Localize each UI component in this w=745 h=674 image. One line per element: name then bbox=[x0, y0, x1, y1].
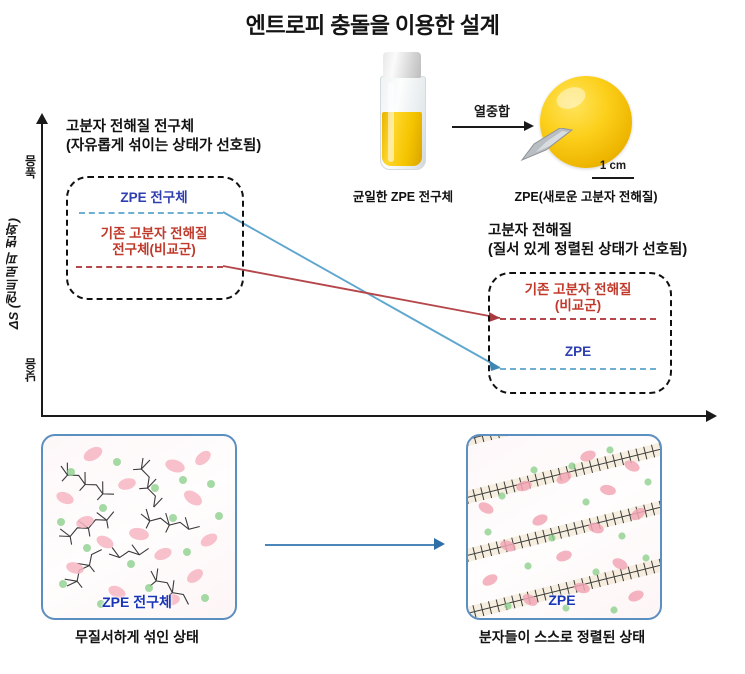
scale-bar-label: 1 cm bbox=[599, 160, 627, 172]
right-zpe-label: ZPE bbox=[564, 344, 592, 359]
left-zpe-level-line bbox=[79, 212, 223, 214]
zpe-disc-photo bbox=[540, 76, 632, 168]
x-axis-arrowhead bbox=[706, 410, 717, 422]
vial-cap bbox=[383, 52, 421, 78]
left-state-box bbox=[66, 176, 244, 300]
left-panel-tag: ZPE 전구체 bbox=[102, 594, 172, 610]
ordered-lamellae-svg bbox=[468, 436, 660, 618]
left-state-heading: 고분자 전해질 전구체 (자유롭게 섞이는 상태가 선호됨) bbox=[66, 118, 261, 155]
transition-arrow-head bbox=[434, 538, 445, 550]
right-state-heading-line1: 고분자 전해질 bbox=[488, 223, 573, 239]
disordered-state-illustration bbox=[41, 434, 237, 620]
left-state-heading-line1: 고분자 전해질 전구체 bbox=[66, 119, 195, 135]
precursor-photo-caption: 균일한 ZPE 전구체 bbox=[352, 190, 454, 204]
conventional-trend-arrowhead bbox=[489, 312, 500, 322]
left-state-heading-line2: (자유롭게 섞이는 상태가 선호됨) bbox=[66, 137, 262, 154]
right-conventional-level-line bbox=[500, 318, 656, 320]
y-axis-line bbox=[41, 122, 43, 417]
ordered-state-illustration bbox=[466, 434, 662, 620]
right-zpe-level-line bbox=[500, 368, 656, 370]
right-conventional-line2: (비교군) bbox=[554, 298, 602, 314]
transition-arrow-line bbox=[265, 544, 437, 546]
left-conventional-level-line bbox=[76, 266, 223, 268]
right-state-heading-line2: (질서 있게 정렬된 상태가 선호됨) bbox=[488, 241, 688, 258]
left-zpe-precursor-label: ZPE 전구체 bbox=[120, 190, 188, 205]
precursor-vial-photo bbox=[372, 52, 432, 170]
thermal-polymerization-label: 열중합 bbox=[474, 104, 510, 119]
right-state-heading: 고분자 전해질 (질서 있게 정렬된 상태가 선호됨) bbox=[488, 222, 687, 259]
zpe-trend-line bbox=[222, 211, 501, 369]
page-title: 엔트로피 충돌을 이용한 설계 bbox=[245, 13, 500, 38]
zpe-trend-arrowhead bbox=[489, 360, 500, 371]
thermal-polymerization-arrow-line bbox=[452, 126, 526, 128]
x-axis-line bbox=[41, 415, 709, 417]
left-conventional-precursor-label: 기존 고분자 전해질 전구체(비교군) bbox=[76, 226, 232, 258]
right-conventional-label: 기존 고분자 전해질 (비교군) bbox=[500, 282, 656, 314]
conventional-trend-line bbox=[222, 265, 501, 319]
left-panel-caption: 무질서하게 섞인 상태 bbox=[75, 629, 199, 645]
left-conventional-line1: 기존 고분자 전해질 bbox=[100, 226, 208, 241]
right-conventional-line1: 기존 고분자 전해질 bbox=[524, 282, 632, 297]
scale-bar-line bbox=[592, 177, 634, 179]
y-axis-arrowhead bbox=[36, 113, 48, 124]
product-photo-caption: ZPE(새로운 고분자 전해질) bbox=[514, 190, 658, 204]
right-panel-caption: 분자들이 스스로 정렬된 상태 bbox=[478, 629, 646, 645]
vial-highlight bbox=[388, 82, 394, 162]
left-conventional-line2: 전구체(비교군) bbox=[112, 242, 196, 258]
right-state-box bbox=[488, 272, 672, 394]
right-panel-tag: ZPE bbox=[548, 592, 576, 608]
thermal-polymerization-arrowhead bbox=[524, 121, 534, 131]
blade-icon bbox=[520, 128, 574, 162]
disordered-molecules-svg bbox=[56, 446, 223, 608]
